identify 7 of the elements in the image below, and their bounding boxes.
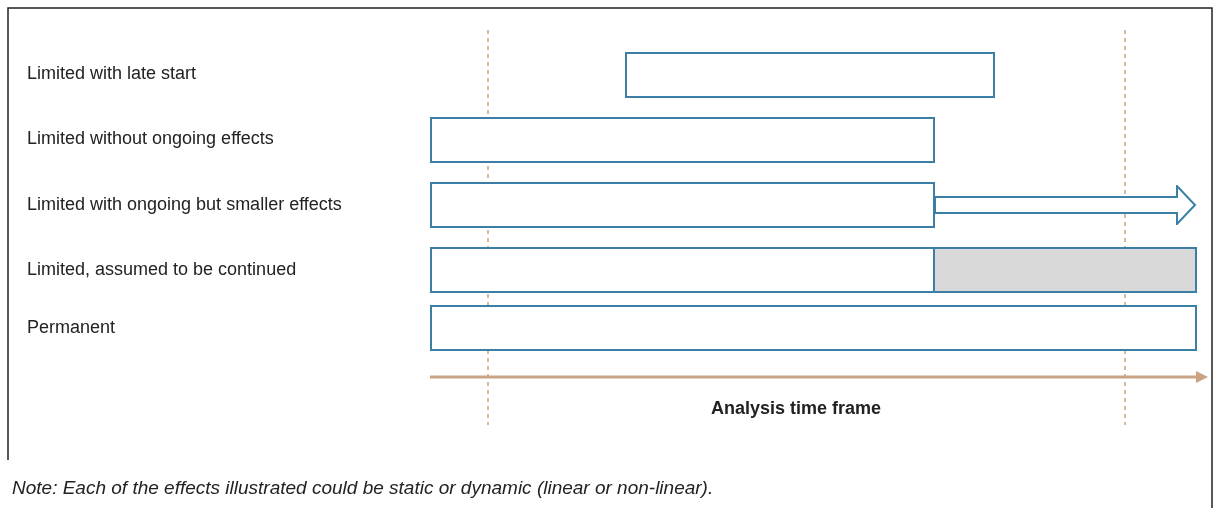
row-label: Permanent: [27, 317, 116, 338]
axis-label: Analysis time frame: [711, 398, 882, 419]
row-label: Limited without ongoing effects: [27, 128, 274, 149]
note-text: Note: Each of the effects illustrated could be static or dynamic (linear or non-linear).: [12, 477, 714, 499]
row-label: Limited with late start: [27, 63, 197, 84]
row-label: Limited, assumed to be continued: [27, 259, 297, 280]
row-label: Limited with ongoing but smaller effects: [27, 194, 342, 215]
